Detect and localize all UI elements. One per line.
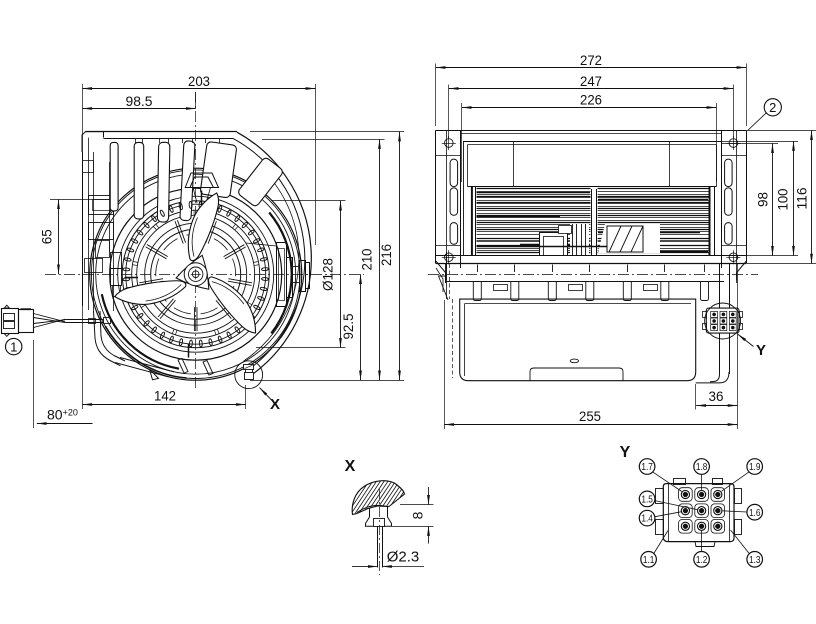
svg-text:1.5: 1.5: [641, 494, 653, 506]
svg-text:1.4: 1.4: [641, 513, 653, 525]
svg-text:1.1: 1.1: [643, 554, 655, 566]
svg-text:100: 100: [775, 188, 791, 210]
svg-text:1.6: 1.6: [749, 507, 761, 519]
svg-text:Ø128: Ø128: [320, 258, 336, 291]
svg-text:142: 142: [154, 388, 176, 404]
svg-text:Y: Y: [620, 444, 631, 461]
svg-text:1: 1: [10, 339, 17, 354]
svg-text:Y: Y: [756, 342, 766, 359]
svg-text:36: 36: [709, 388, 724, 404]
svg-text:255: 255: [579, 408, 601, 424]
svg-text:98.5: 98.5: [126, 93, 153, 109]
svg-text:98: 98: [754, 192, 770, 207]
svg-text:65: 65: [39, 229, 55, 244]
svg-text:1.7: 1.7: [641, 461, 653, 473]
svg-text:216: 216: [378, 244, 394, 266]
svg-text:116: 116: [793, 187, 809, 209]
svg-text:203: 203: [188, 73, 210, 89]
svg-text:272: 272: [580, 52, 602, 68]
svg-text:210: 210: [359, 248, 375, 270]
svg-text:1.3: 1.3: [749, 554, 761, 566]
svg-text:226: 226: [580, 92, 602, 108]
svg-text:X: X: [270, 396, 280, 413]
svg-text:1.2: 1.2: [696, 554, 708, 566]
svg-text:1.8: 1.8: [696, 461, 708, 473]
svg-text:Ø2.3: Ø2.3: [387, 549, 420, 566]
svg-text:8: 8: [410, 511, 426, 519]
svg-text:X: X: [345, 458, 356, 475]
svg-text:247: 247: [580, 73, 602, 89]
svg-text:1.9: 1.9: [749, 461, 761, 473]
svg-text:2: 2: [769, 100, 776, 115]
svg-text:92.5: 92.5: [340, 313, 356, 339]
